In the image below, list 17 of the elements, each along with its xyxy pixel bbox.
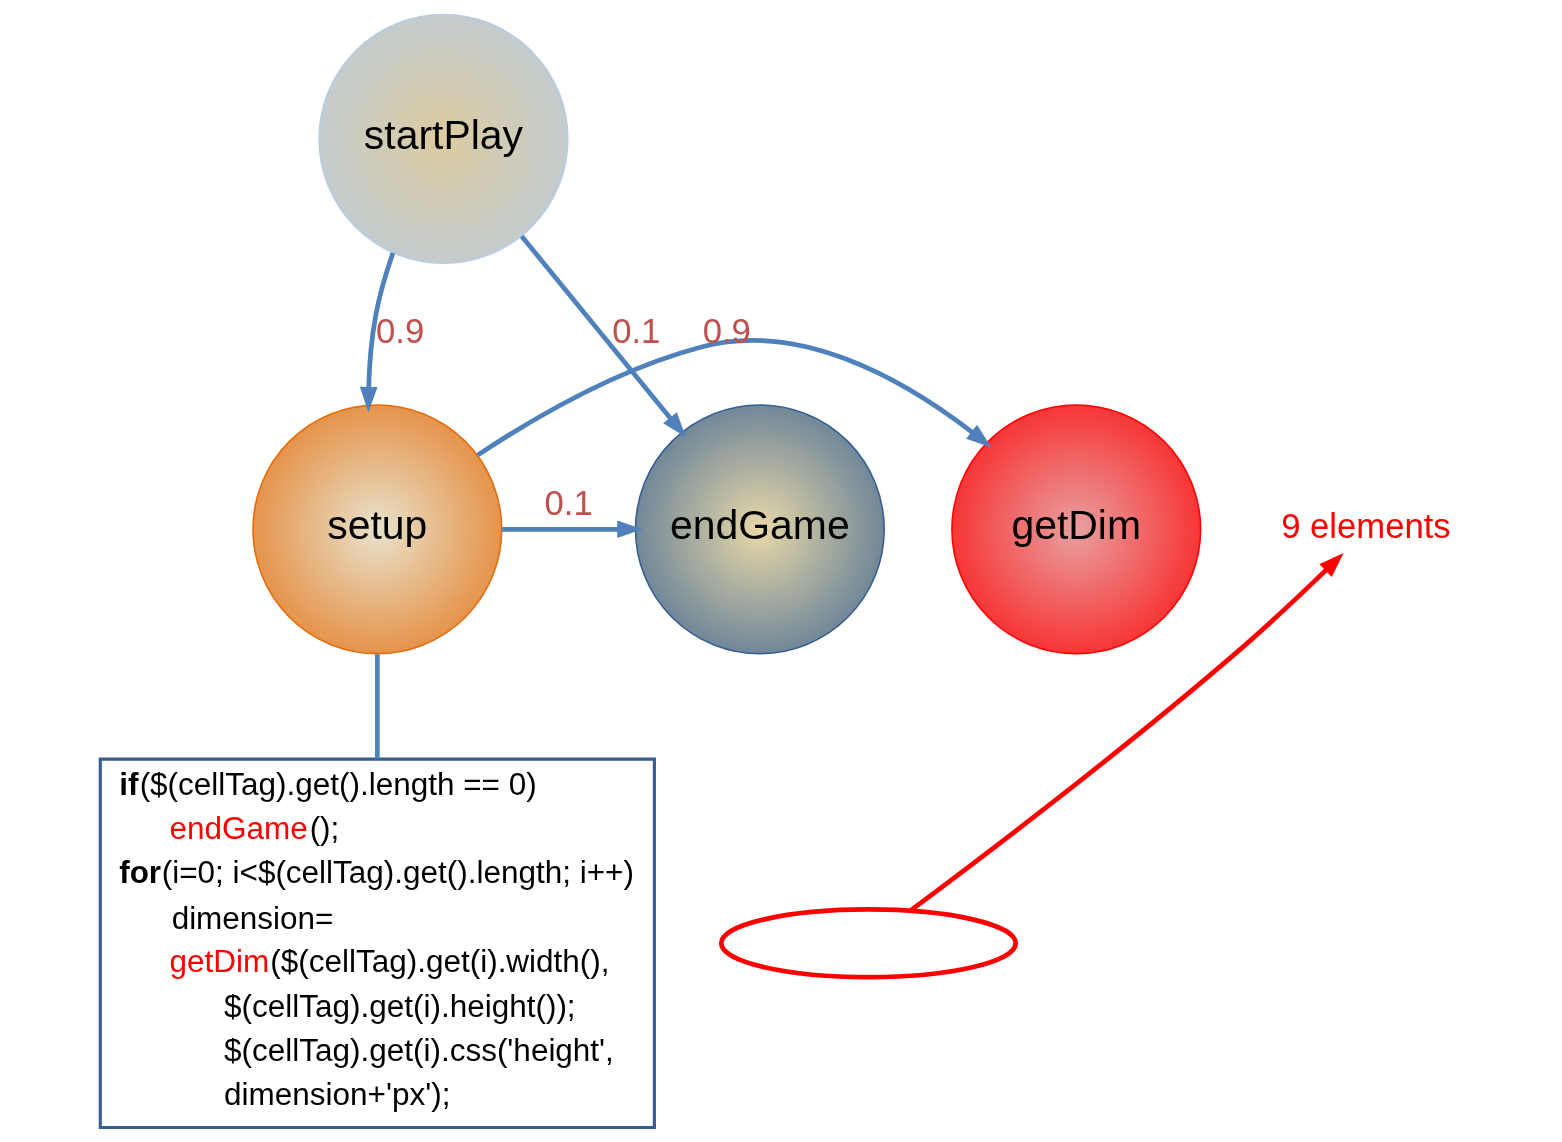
arrow (519, 234, 686, 438)
arrow (359, 252, 395, 413)
arrow (501, 520, 642, 539)
connector (374, 654, 380, 759)
node-circle: setup (251, 404, 502, 655)
node-text: 9 elements (1280, 507, 1451, 546)
edge-label: 0.9 (375, 311, 424, 350)
node-circle: endGame (634, 404, 885, 655)
arrow (475, 338, 991, 458)
edge-label: 0.1 (611, 311, 660, 350)
node-ellipse (718, 907, 1018, 980)
node-circle: startPlay (317, 13, 569, 265)
node-circle: getDim (950, 404, 1201, 655)
edge-label: 0.9 (702, 311, 751, 350)
arrow (908, 552, 1344, 913)
edge-label: 0.1 (544, 483, 593, 522)
node-box: if($(cellTag).get().length == 0) endGame(); for(i=0; i<$(cellTag).get().length; i++) dimension= getDim($(cellTag).get(i).width(), $(cellTag).get(i).height()); $(cellTag).get(i).css('height', dimension+'px'); (98, 757, 656, 1130)
